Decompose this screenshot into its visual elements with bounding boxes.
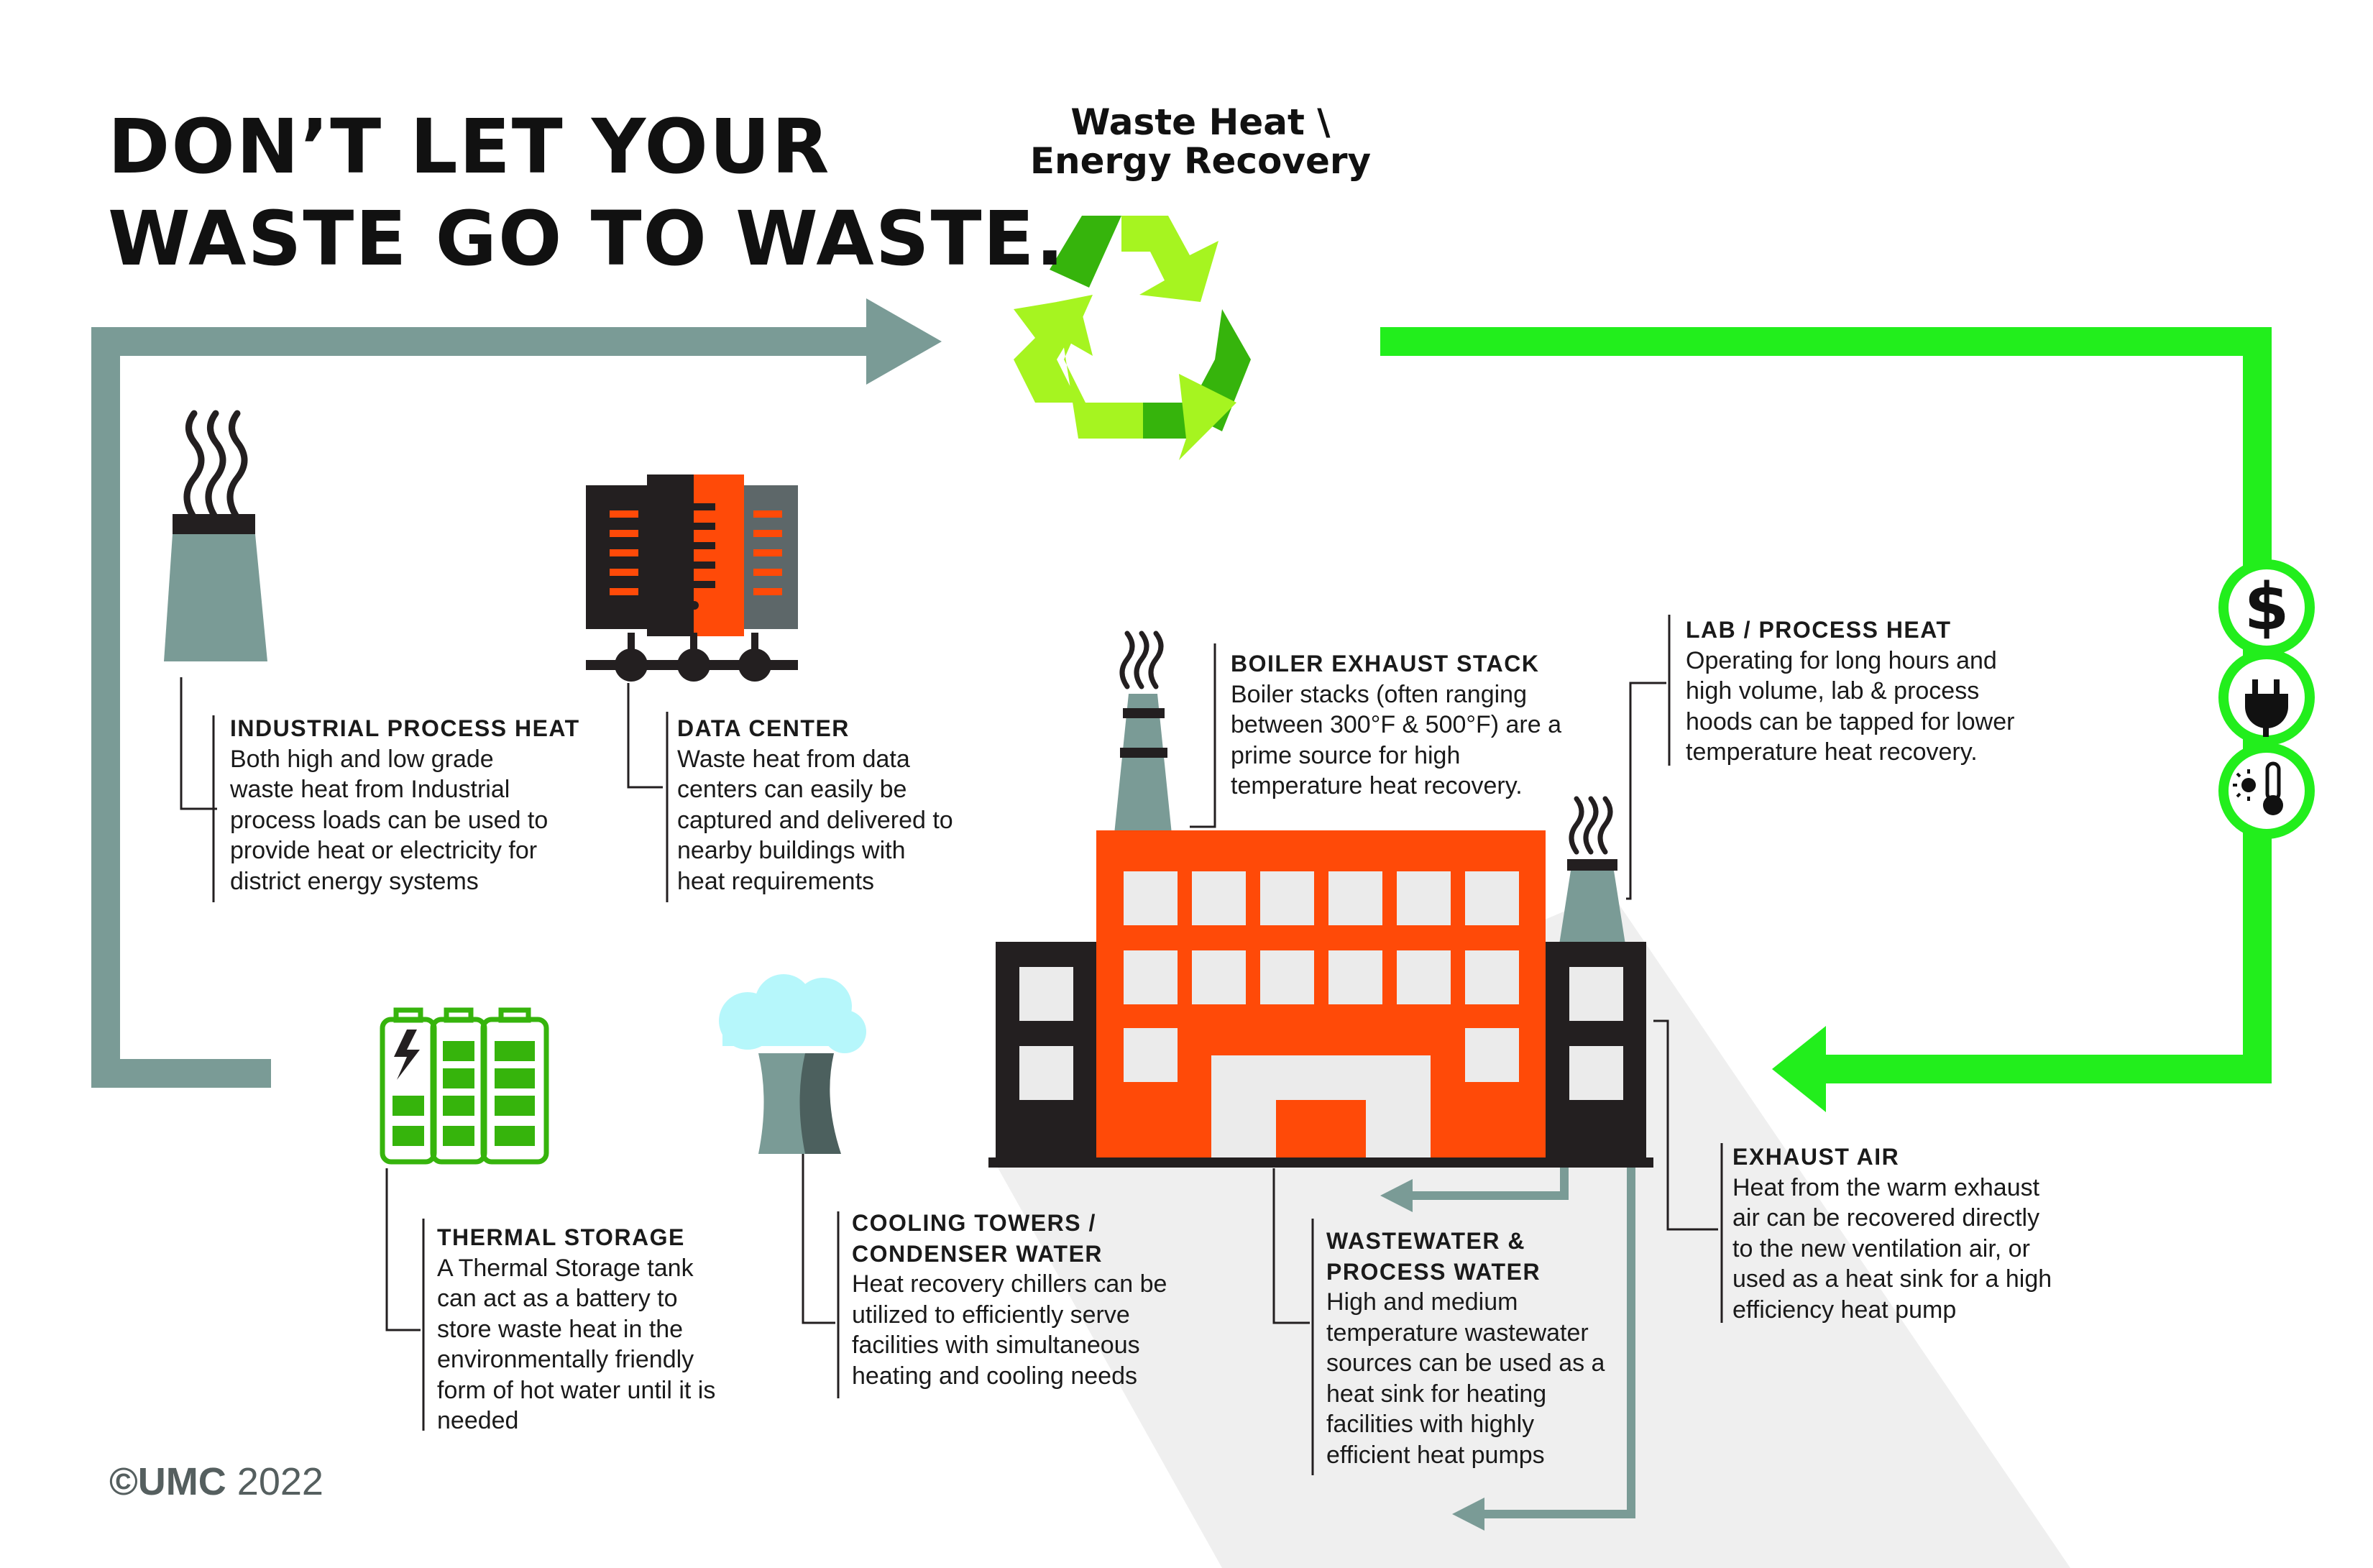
wastewater-label: WASTEWATER & PROCESS WATER High and medi…	[1326, 1226, 1605, 1470]
label-line: temperature heat recovery.	[1686, 738, 1978, 766]
label-title: EXHAUST AIR	[1732, 1144, 1900, 1170]
label-line: captured and delivered to	[677, 806, 953, 834]
label-line: centers can easily be	[677, 776, 907, 803]
label-title: WASTEWATER &	[1326, 1228, 1525, 1254]
recycle-icon	[1014, 216, 1251, 460]
label-line: temperature wastewater	[1326, 1319, 1589, 1347]
label-line: Operating for long hours and	[1686, 646, 1997, 674]
label-line: to the new ventilation air, or	[1732, 1234, 2030, 1262]
building-icon	[988, 631, 1653, 1168]
industrial-stack-icon	[164, 410, 267, 661]
svg-text:$: $	[2244, 569, 2290, 645]
label-title: COOLING TOWERS /	[852, 1210, 1096, 1236]
copyright: ©UMC 2022	[109, 1459, 323, 1504]
waste-heat-title-line-1: Waste Heat \	[1070, 101, 1331, 143]
green-flow-arrow	[1380, 327, 2272, 1112]
industrial-process-heat-label: INDUSTRIAL PROCESS HEAT Both high and lo…	[230, 713, 580, 897]
dollar-icon: $	[2218, 559, 2315, 656]
headline-line-2: WASTE GO TO WASTE.	[108, 195, 1066, 283]
label-title: CONDENSER WATER	[852, 1240, 1103, 1267]
label-line: waste heat from Industrial	[230, 776, 510, 803]
label-line: hoods can be tapped for lower	[1686, 707, 2015, 735]
battery-icon	[380, 1007, 549, 1165]
data-center-icon	[586, 474, 798, 682]
label-title: LAB / PROCESS HEAT	[1686, 617, 1952, 643]
label-line: facilities with simultaneous	[852, 1331, 1140, 1359]
label-line: facilities with highly	[1326, 1411, 1535, 1438]
label-line: district energy systems	[230, 867, 479, 895]
label-line: heating and cooling needs	[852, 1362, 1137, 1390]
grey-flow-arrow	[91, 298, 942, 1088]
label-line: utilized to efficiently serve	[852, 1301, 1130, 1329]
cooling-tower-icon	[719, 974, 866, 1154]
thermal-storage-label: THERMAL STORAGE A Thermal Storage tank c…	[437, 1222, 715, 1436]
waste-heat-title-line-2: Energy Recovery	[1029, 140, 1372, 182]
label-line: form of hot water until it is	[437, 1376, 716, 1404]
label-title: PROCESS WATER	[1326, 1258, 1541, 1285]
cooling-towers-label: COOLING TOWERS / CONDENSER WATER Heat re…	[852, 1208, 1167, 1391]
label-line: used as a heat sink for a high	[1732, 1265, 2052, 1293]
lab-process-heat-label: LAB / PROCESS HEAT Operating for long ho…	[1686, 615, 2014, 768]
wastewater-outflow-arrows	[1380, 1168, 1635, 1531]
label-line: environmentally friendly	[437, 1346, 694, 1373]
label-line: efficient heat pumps	[1326, 1441, 1545, 1469]
label-line: Both high and low grade	[230, 745, 494, 773]
label-line: Heat recovery chillers can be	[852, 1270, 1167, 1298]
label-line: Waste heat from data	[677, 745, 910, 773]
label-line: store waste heat in the	[437, 1315, 684, 1343]
label-line: prime source for high	[1231, 741, 1461, 769]
label-line: heat requirements	[677, 867, 875, 895]
copyright-year: 2022	[237, 1460, 323, 1503]
thermometer-sun-icon	[2218, 743, 2315, 839]
label-title: INDUSTRIAL PROCESS HEAT	[230, 715, 580, 741]
label-line: needed	[437, 1407, 519, 1434]
data-center-label: DATA CENTER Waste heat from data centers…	[677, 713, 953, 897]
label-line: efficiency heat pump	[1732, 1296, 1957, 1324]
label-line: provide heat or electricity for	[230, 837, 538, 864]
exhaust-air-label: EXHAUST AIR Heat from the warm exhaust a…	[1732, 1142, 2052, 1325]
label-line: can act as a battery to	[437, 1285, 678, 1312]
label-line: A Thermal Storage tank	[437, 1254, 694, 1282]
headline: DON’T LET YOUR WASTE GO TO WASTE.	[108, 101, 1065, 285]
plug-icon	[2218, 649, 2315, 746]
boiler-exhaust-stack-label: BOILER EXHAUST STACK Boiler stacks (ofte…	[1231, 648, 1561, 802]
label-line: nearby buildings with	[677, 837, 906, 864]
lightning-icon	[394, 1030, 420, 1080]
label-title: BOILER EXHAUST STACK	[1231, 651, 1540, 677]
leader-lines	[180, 615, 1723, 1475]
label-title: THERMAL STORAGE	[437, 1224, 685, 1250]
label-line: sources can be used as a	[1326, 1349, 1605, 1377]
label-line: air can be recovered directly	[1732, 1204, 2040, 1232]
waste-heat-title: Waste Heat \ Energy Recovery	[999, 103, 1402, 180]
label-line: temperature heat recovery.	[1231, 772, 1523, 799]
label-line: between 300°F & 500°F) are a	[1231, 711, 1562, 738]
copyright-brand: ©UMC	[109, 1460, 226, 1503]
label-line: Boiler stacks (often ranging	[1231, 680, 1527, 708]
headline-line-1: DON’T LET YOUR	[108, 103, 831, 191]
label-line: heat sink for heating	[1326, 1380, 1547, 1408]
label-line: process loads can be used to	[230, 806, 549, 834]
label-title: DATA CENTER	[677, 715, 850, 741]
label-line: Heat from the warm exhaust	[1732, 1173, 2040, 1201]
label-line: High and medium	[1326, 1288, 1518, 1316]
label-line: high volume, lab & process	[1686, 677, 1980, 705]
battery-cells	[393, 1041, 535, 1146]
